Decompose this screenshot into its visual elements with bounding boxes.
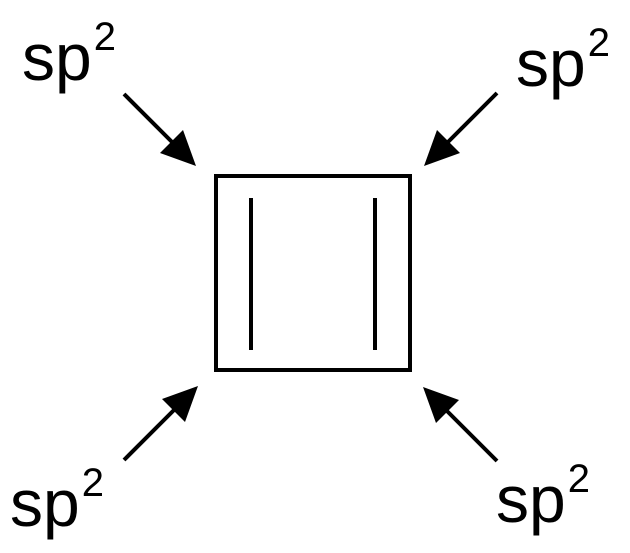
- label-base: sp: [22, 20, 92, 94]
- label-superscript: 2: [567, 457, 590, 501]
- label-base: sp: [10, 466, 80, 540]
- arrow-bottom-right: [423, 387, 499, 463]
- ring-square: [214, 174, 412, 372]
- label-superscript: 2: [93, 15, 116, 59]
- hybridization-label-top-right: sp2: [516, 23, 610, 96]
- label-base: sp: [516, 26, 586, 100]
- arrow-bottom-left: [122, 386, 198, 462]
- hybridization-label-bottom-right: sp2: [496, 459, 590, 532]
- hybridization-label-top-left: sp2: [22, 17, 116, 90]
- hybridization-label-bottom-left: sp2: [10, 463, 104, 536]
- label-base: sp: [496, 462, 566, 536]
- label-superscript: 2: [81, 461, 104, 505]
- label-superscript: 2: [587, 21, 610, 65]
- arrow-top-right: [424, 91, 499, 166]
- arrow-top-left: [122, 92, 196, 166]
